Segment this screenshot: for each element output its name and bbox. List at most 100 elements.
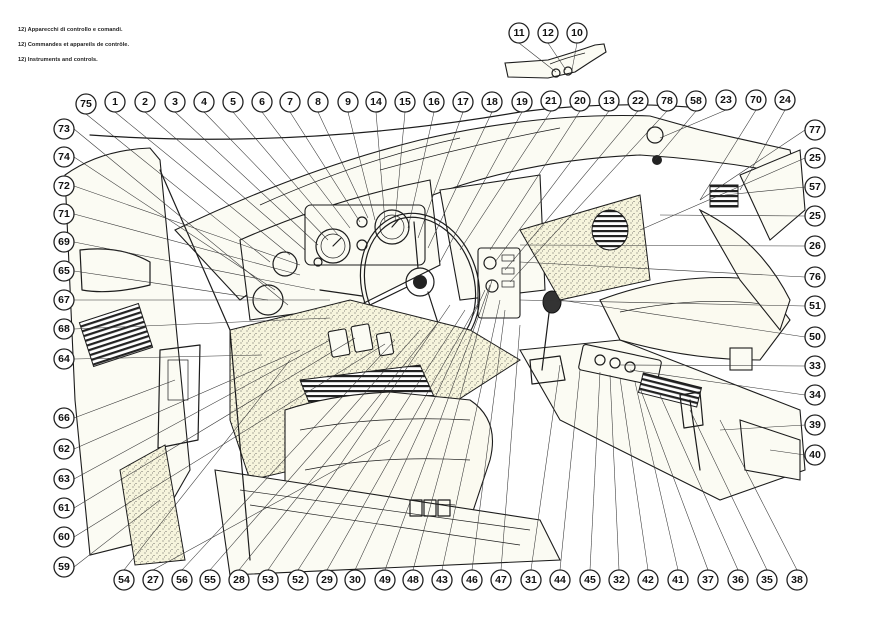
svg-text:27: 27: [147, 574, 159, 586]
leader-line-61: [73, 337, 356, 509]
svg-text:72: 72: [58, 180, 70, 192]
leader-line-43: [441, 299, 501, 571]
callout-49: 49: [374, 569, 396, 591]
leader-line-71: [73, 213, 301, 276]
callout-65: 65: [53, 260, 75, 282]
leader-line-66: [73, 379, 176, 419]
callout-18: 18: [481, 91, 503, 113]
svg-text:73: 73: [58, 123, 70, 135]
svg-text:75: 75: [80, 98, 92, 110]
svg-text:38: 38: [791, 574, 803, 586]
svg-text:61: 61: [58, 502, 70, 514]
callout-7: 7: [279, 91, 301, 113]
callout-77: 77: [804, 119, 826, 141]
caption-english: 12) Instruments and controls.: [18, 57, 98, 63]
svg-text:2: 2: [142, 96, 148, 108]
svg-text:25: 25: [809, 152, 821, 164]
caption-italian: 12) Apparecchi di controllo e comandi.: [18, 27, 123, 33]
svg-text:4: 4: [201, 96, 207, 108]
svg-text:42: 42: [642, 574, 654, 586]
svg-text:54: 54: [118, 574, 130, 586]
svg-text:34: 34: [809, 389, 821, 401]
callout-31: 31: [520, 569, 542, 591]
leader-line-27: [152, 439, 391, 571]
callout-46: 46: [461, 569, 483, 591]
leader-line-25b: [659, 214, 806, 217]
leader-line-49: [384, 284, 491, 571]
callout-10: 10: [566, 22, 588, 44]
leader-line-62: [73, 349, 301, 450]
leader-line-12: [547, 42, 567, 71]
svg-text:9: 9: [345, 96, 351, 108]
svg-text:60: 60: [58, 531, 70, 543]
callout-64: 64: [53, 348, 75, 370]
callout-73: 73: [53, 118, 75, 140]
callout-60: 60: [53, 526, 75, 548]
svg-text:63: 63: [58, 473, 70, 485]
callout-14: 14: [365, 91, 387, 113]
leader-line-13: [494, 110, 610, 263]
leader-line-15: [394, 111, 406, 223]
svg-text:23: 23: [720, 94, 732, 106]
leader-line-31: [530, 364, 561, 571]
callout-25-lower: 25: [804, 205, 826, 227]
svg-text:64: 64: [58, 353, 70, 365]
callout-3: 3: [164, 91, 186, 113]
callout-28: 28: [228, 569, 250, 591]
leader-line-4: [203, 111, 329, 241]
callout-57: 57: [804, 176, 826, 198]
svg-text:12: 12: [542, 27, 554, 39]
callout-12: 12: [537, 22, 559, 44]
svg-text:51: 51: [809, 300, 821, 312]
svg-text:48: 48: [407, 574, 419, 586]
leader-line-20: [489, 110, 581, 251]
leader-line-54: [123, 359, 291, 571]
leader-line-40: [769, 449, 806, 456]
svg-text:44: 44: [554, 574, 566, 586]
svg-text:45: 45: [584, 574, 596, 586]
leader-line-76: [519, 261, 806, 278]
callout-9: 9: [337, 91, 359, 113]
callout-44: 44: [549, 569, 571, 591]
callout-68: 68: [53, 318, 75, 340]
svg-text:78: 78: [661, 95, 673, 107]
leader-line-36: [659, 394, 739, 571]
svg-text:26: 26: [809, 240, 821, 252]
leader-line-57: [724, 186, 806, 196]
leader-line-59: [73, 499, 161, 568]
svg-text:15: 15: [399, 96, 411, 108]
svg-text:74: 74: [58, 151, 70, 163]
callout-35: 35: [756, 569, 778, 591]
leader-line-26: [519, 244, 806, 247]
callout-37: 37: [697, 569, 719, 591]
svg-text:11: 11: [513, 27, 524, 39]
svg-text:5: 5: [230, 96, 236, 108]
svg-text:25: 25: [809, 210, 821, 222]
callout-66: 66: [53, 407, 75, 429]
leader-line-8: [317, 111, 369, 219]
leader-line-7: [289, 111, 361, 223]
callout-72: 72: [53, 175, 75, 197]
svg-text:24: 24: [779, 94, 791, 106]
svg-text:71: 71: [58, 208, 70, 220]
svg-text:55: 55: [204, 574, 216, 586]
svg-text:6: 6: [259, 96, 265, 108]
svg-text:57: 57: [809, 181, 821, 193]
leader-line-77: [699, 129, 806, 201]
svg-text:1: 1: [112, 96, 118, 108]
svg-text:66: 66: [58, 412, 70, 424]
leader-line-16: [407, 111, 435, 229]
svg-text:31: 31: [525, 574, 537, 586]
callout-25-upper: 25: [804, 147, 826, 169]
callout-45: 45: [579, 569, 601, 591]
caption-french: 12) Commandes et appareils de contrôle.: [18, 42, 130, 48]
svg-text:67: 67: [58, 294, 70, 306]
leader-line-23: [659, 109, 727, 139]
callout-22: 22: [627, 90, 649, 112]
leader-line-34: [629, 369, 806, 396]
leader-line-35: [689, 409, 768, 571]
callout-32: 32: [608, 569, 630, 591]
callout-36: 36: [727, 569, 749, 591]
